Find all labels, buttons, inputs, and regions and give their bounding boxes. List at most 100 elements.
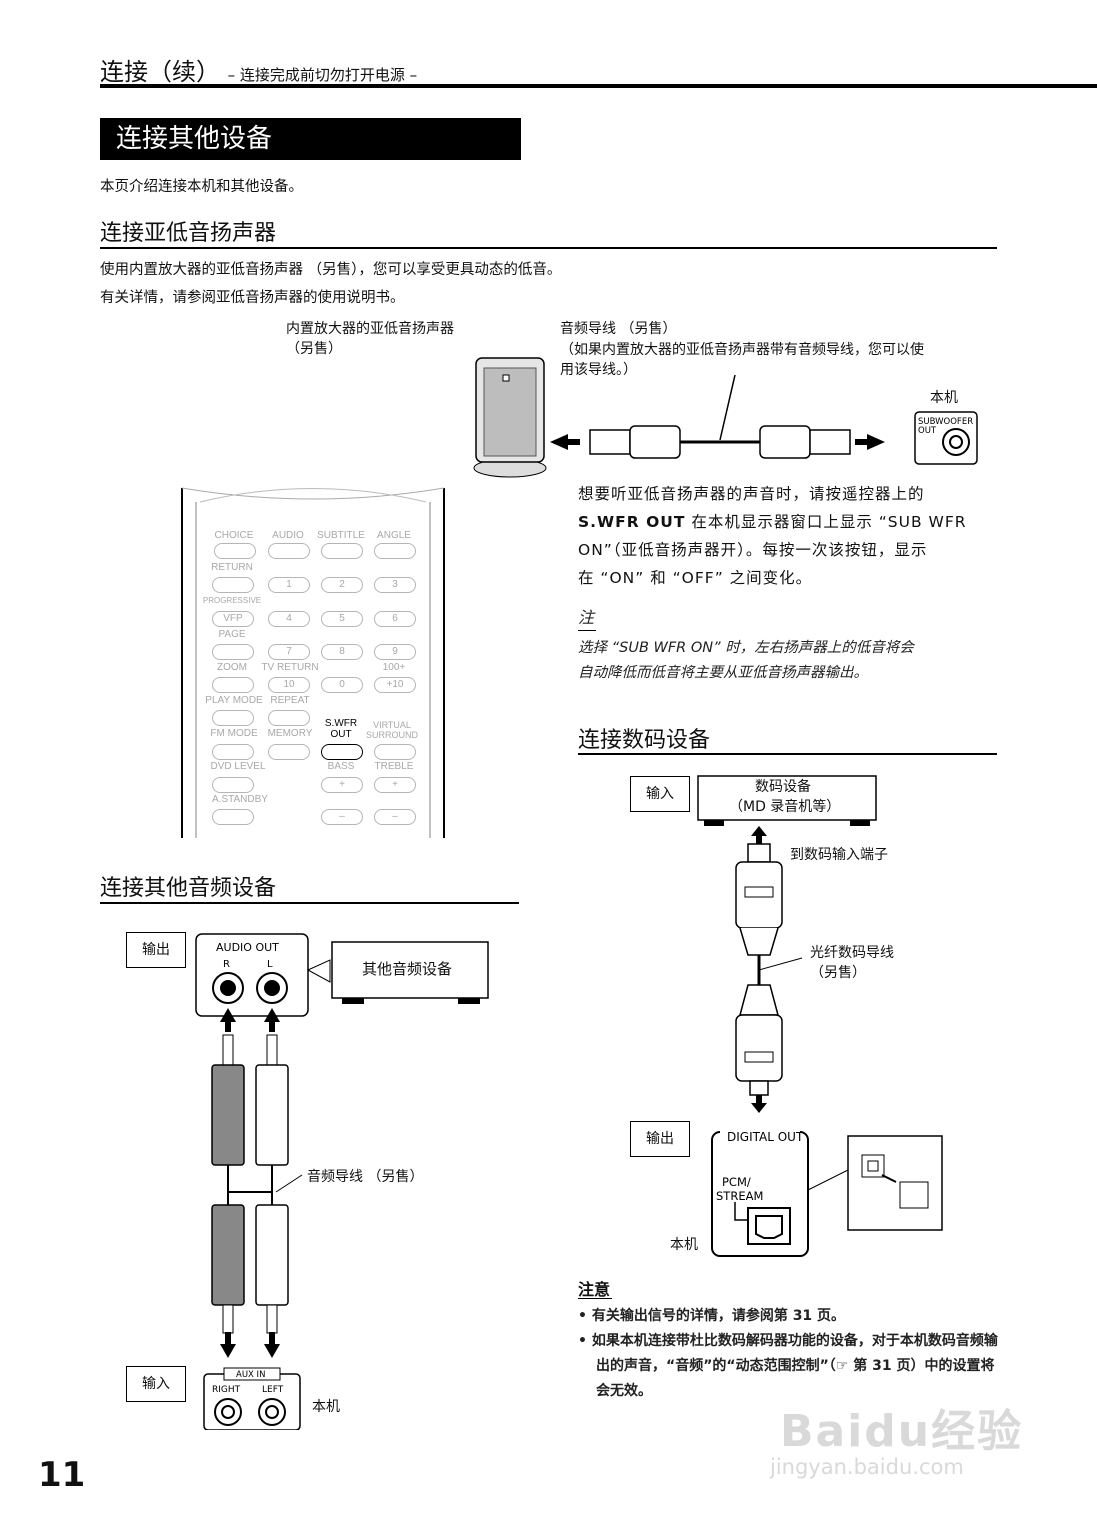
digital-out-panel-icon [711, 1126, 809, 1257]
remote-button-fm-mode [212, 744, 254, 760]
remote-button-dvd-level [212, 777, 254, 793]
digital-unit-label: 本机 [670, 1237, 698, 1253]
remote-label-fm-mode: FM MODE [210, 728, 258, 739]
remote-label-bass: BASS [327, 761, 355, 772]
desc-line-2: S.WFR OUT 在本机显示器窗口上显示 “SUB WFR [578, 508, 1003, 536]
remote-label-choice: CHOICE [214, 530, 254, 541]
caution-list: • 有关输出信号的详情，请参阅第 31 页。 • 如果本机连接带杜比数码解码器功… [578, 1304, 1000, 1404]
remote-button-a-standby [212, 809, 254, 825]
caution-bullet-2: • 如果本机连接带杜比数码解码器功能的设备，对于本机数码音频输出的声音，“音频”… [578, 1333, 998, 1399]
jack-label-1: SUBWOOFER [918, 417, 973, 427]
remote-button-play-mode [212, 710, 254, 726]
audio-rule [100, 902, 519, 904]
page-number: 11 [38, 1455, 86, 1495]
subwoofer-rule [100, 247, 997, 249]
remote-button-return [212, 577, 254, 593]
remote-button-choice [214, 543, 256, 559]
rca-plug-pair-icon [211, 1034, 303, 1334]
aux-in-label: AUX IN [236, 1370, 265, 1380]
unit-label-subwoofer: 本机 [930, 390, 958, 406]
audio-input-tag: 输入 [126, 1366, 186, 1402]
remote-button-num-10: 10 [268, 677, 310, 693]
arrow-right-icon [855, 434, 885, 450]
speaker-label-1: 内置放大器的亚低音扬声器 [286, 321, 454, 337]
watermark-brand: Baidu经验 [780, 1406, 1024, 1457]
remote-button-num-6: 6 [374, 611, 416, 627]
remote-button-subtitle [321, 543, 363, 559]
to-input-label: 到数码输入端子 [790, 847, 888, 863]
arrow-down-icon [264, 1332, 280, 1358]
audio-heading: 连接其他音频设备 [100, 876, 277, 901]
digital-output-tag: 输出 [630, 1121, 690, 1157]
remote-button-num-7: 7 [268, 644, 310, 660]
note-title: 注 [578, 608, 595, 627]
caution-bullet-1: • 有关输出信号的详情，请参阅第 31 页。 [578, 1308, 846, 1324]
caution-title: 注意 [578, 1280, 611, 1299]
left-label: LEFT [262, 1385, 284, 1395]
note-line-2: 自动降低而低音将主要从亚低音扬声器输出。 [578, 665, 868, 681]
header-subtitle: – 连接完成前切勿打开电源 – [227, 66, 418, 84]
audio-out-panel-icon [195, 933, 309, 1017]
digital-input-tag: 输入 [630, 776, 690, 812]
swfr-out-term: S.WFR OUT [578, 513, 686, 531]
other-audio-device-label: 其他音频设备 [362, 960, 453, 978]
audio-output-tag: 输出 [126, 932, 186, 968]
remote-label-out: OUT [330, 729, 352, 740]
pcm-label-2: STREAM [716, 1189, 763, 1203]
desc-line-3: ON”（亚低音扬声器开）。每按一次该按钮，显示 [578, 541, 928, 559]
header-title: 连接（续） [100, 58, 220, 86]
note-line-1: 选择 “SUB WFR ON” 时，左右扬声器上的低音将会 [578, 640, 914, 656]
remote-button-num-9: 9 [374, 644, 416, 660]
right-label: RIGHT [212, 1385, 241, 1395]
digital-device-icon [697, 775, 877, 826]
remote-button-num-5: 5 [321, 611, 363, 627]
remote-label-audio: AUDIO [272, 530, 304, 541]
cable-label-3: 用该导线。） [560, 362, 637, 378]
remote-label-angle: ANGLE [377, 530, 411, 541]
remote-button-num-1: 1 [268, 577, 310, 593]
remote-button-page [212, 644, 254, 660]
subwoofer-diagram: SUBWOOFER OUT [473, 357, 978, 478]
subwoofer-para1: 使用内置放大器的亚低音扬声器 （另售），您可以享受更具动态的低音。 [100, 262, 562, 278]
dust-cap-inset-icon [807, 1135, 943, 1231]
remote-label-zoom: ZOOM [217, 662, 247, 673]
arrow-left-icon [550, 434, 580, 450]
remote-button-num-3: 3 [374, 577, 416, 593]
remote-label-swfr: S.WFR [324, 718, 358, 729]
page-header: 连接（续） – 连接完成前切勿打开电源 – [100, 52, 417, 87]
remote-button-zoom [212, 677, 254, 693]
aux-in-panel-icon [203, 1367, 301, 1430]
remote-label-play-mode: PLAY MODE [205, 695, 263, 706]
digital-diagram: DIGITAL OUT PCM/ STREAM [697, 775, 943, 1257]
subwoofer-out-jack-icon [914, 411, 978, 465]
desc-line-1: 想要听亚低音扬声器的声音时，请按遥控器上的 [578, 485, 925, 503]
remote-label-page: PAGE [218, 629, 246, 640]
remote-label-subtitle: SUBTITLE [317, 530, 365, 541]
remote-label-surround: SURROUND [365, 730, 419, 740]
remote-button-num-8: 8 [321, 644, 363, 660]
remote-label-progressive: PROGRESSIVE [202, 596, 262, 605]
arrow-up-icon [264, 1008, 280, 1032]
fiber-label-2: （另售） [810, 965, 866, 981]
arrow-up-icon [751, 826, 767, 844]
header-rule [100, 84, 1097, 88]
fiber-label-1: 光纤数码导线 [810, 945, 894, 961]
digital-heading: 连接数码设备 [578, 728, 711, 753]
rca-cable-icon [589, 374, 851, 459]
remote-button-swfr-out [321, 744, 363, 760]
desc-line-4: 在 “ON” 和 “OFF” 之间变化。 [578, 569, 813, 587]
remote-button-repeat [268, 710, 310, 726]
desc-line-2-text: 在本机显示器窗口上显示 “SUB WFR [685, 513, 967, 531]
remote-button-num-0: 0 [321, 677, 363, 693]
jack-r-label: R [223, 959, 230, 970]
arrow-down-icon [751, 1095, 767, 1113]
remote-button-treble-plus: + [374, 777, 416, 793]
pcm-label-1: PCM/ [722, 1175, 751, 1189]
cable-label-2: （如果内置放大器的亚低音扬声器带有音频导线，您可以使 [560, 342, 924, 358]
remote-label-memory: MEMORY [267, 728, 313, 739]
remote-button-virtual-surround [374, 744, 416, 760]
remote-label-repeat: REPEAT [270, 695, 310, 706]
